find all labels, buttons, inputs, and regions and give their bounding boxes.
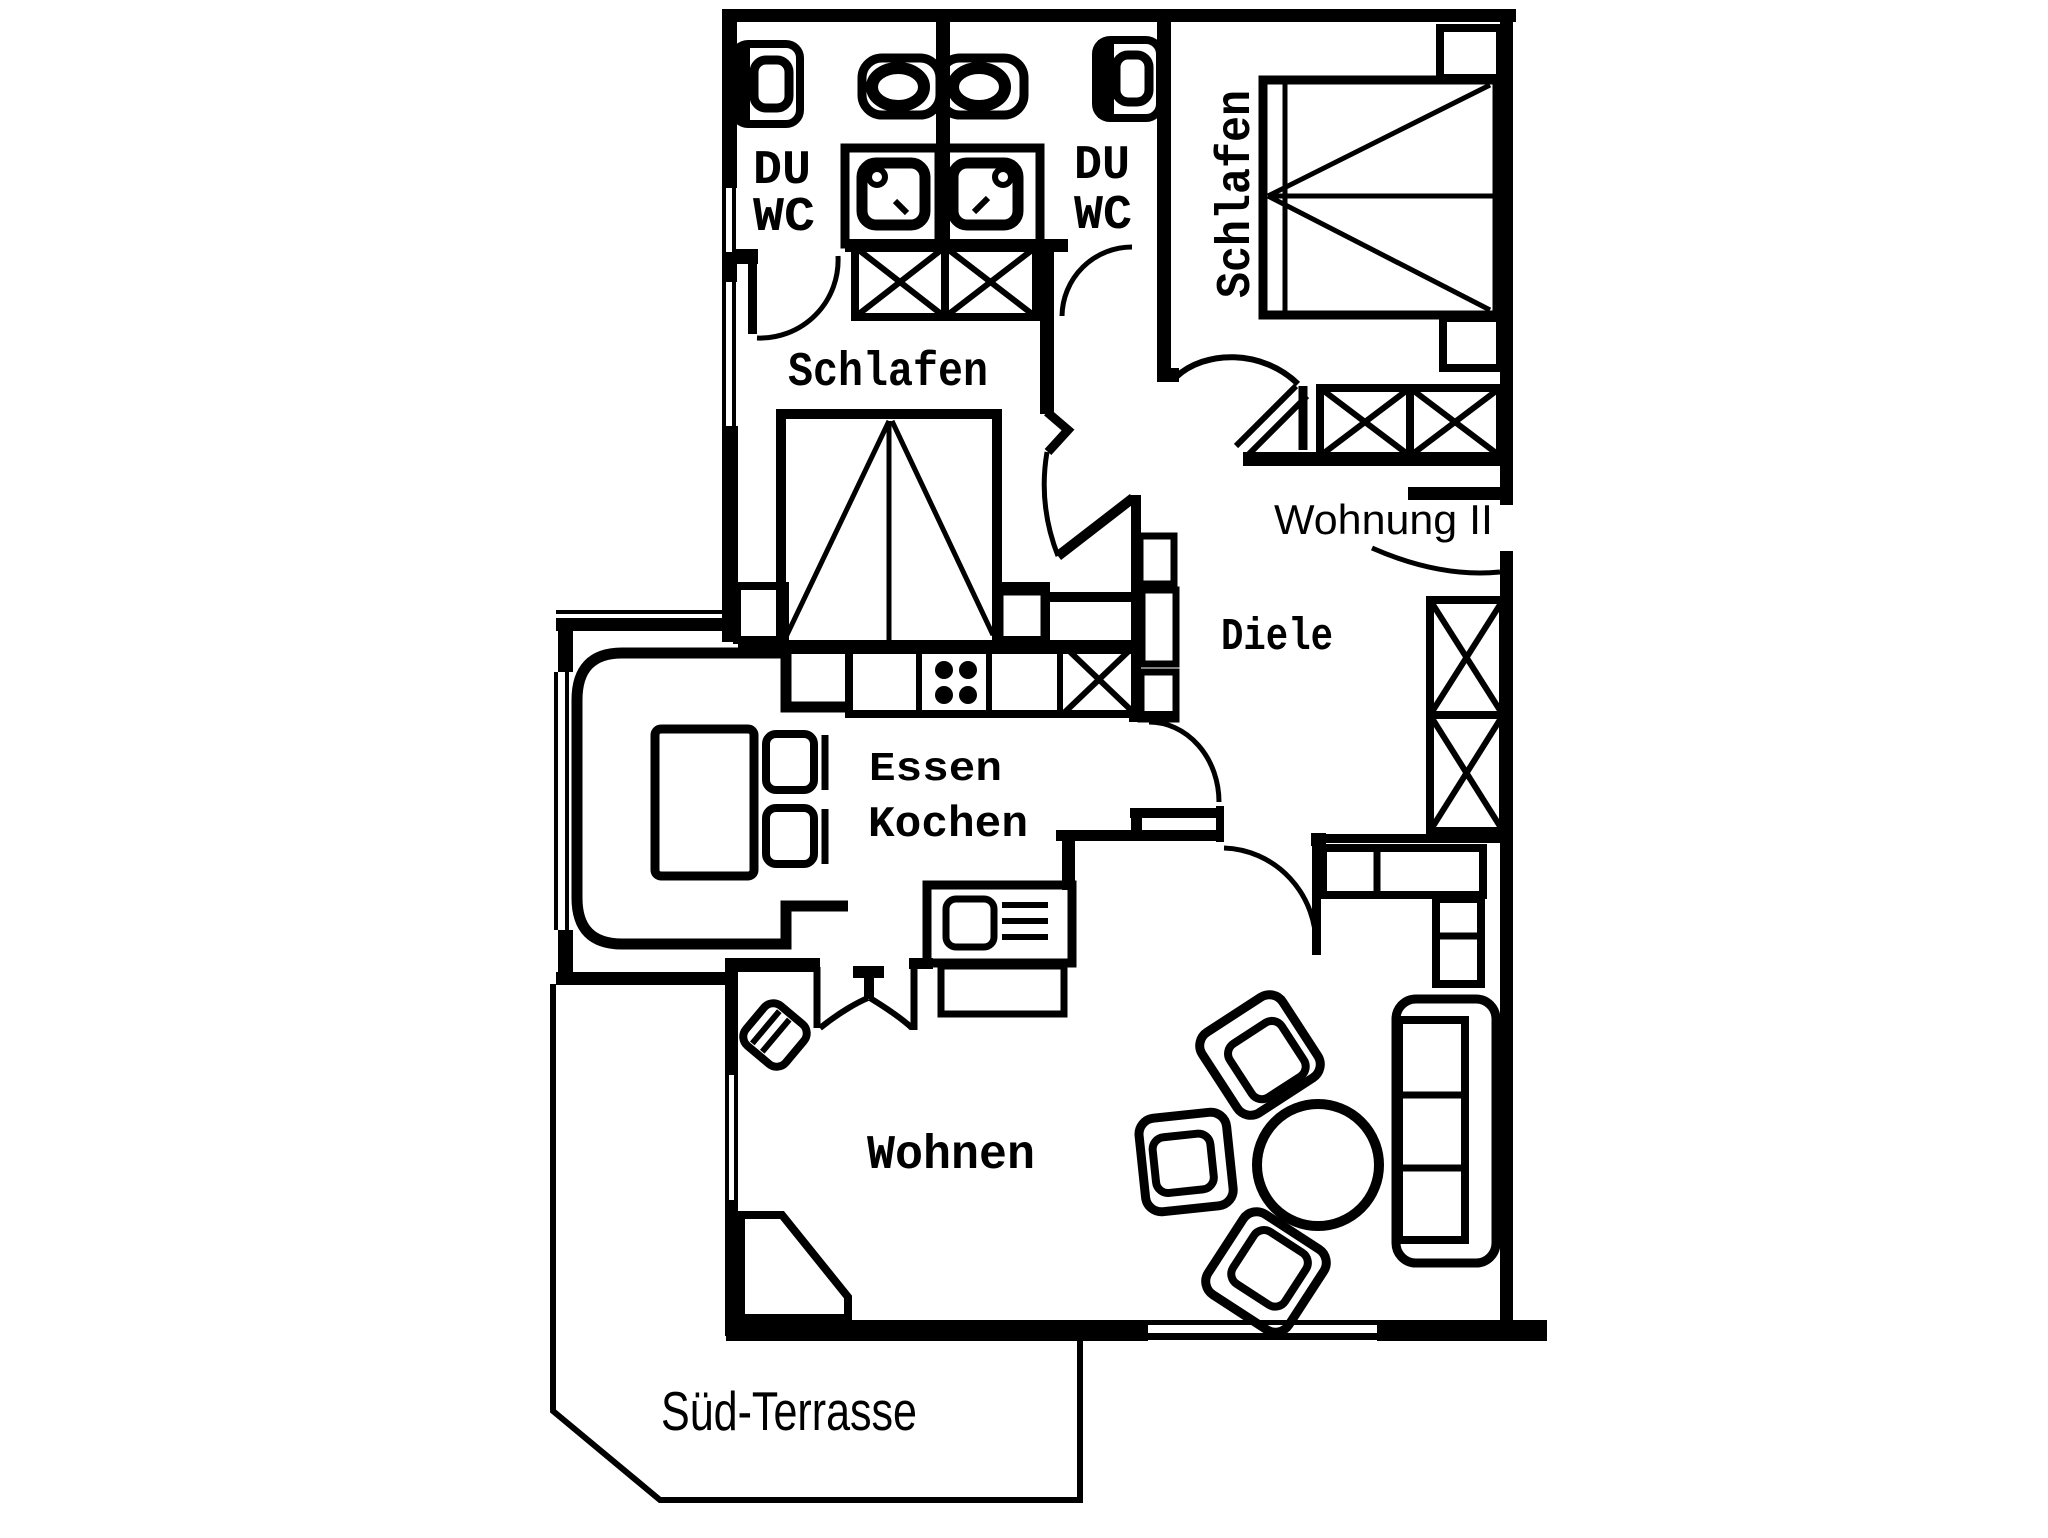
svg-text:Diele: Diele (1221, 612, 1333, 663)
svg-text:Schlafen: Schlafen (1210, 90, 1264, 298)
svg-text:WC: WC (1074, 189, 1132, 243)
svg-text:WC: WC (753, 191, 815, 245)
svg-text:Wohnung II: Wohnung II (1274, 496, 1493, 543)
svg-text:DU: DU (1074, 139, 1130, 193)
svg-text:Schlafen: Schlafen (788, 346, 988, 400)
svg-text:Kochen: Kochen (868, 800, 1028, 850)
svg-text:Essen: Essen (869, 747, 1002, 793)
svg-text:DU: DU (753, 144, 811, 198)
svg-text:Süd-Terrasse: Süd-Terrasse (661, 1380, 917, 1442)
svg-text:Wohnen: Wohnen (867, 1129, 1035, 1183)
